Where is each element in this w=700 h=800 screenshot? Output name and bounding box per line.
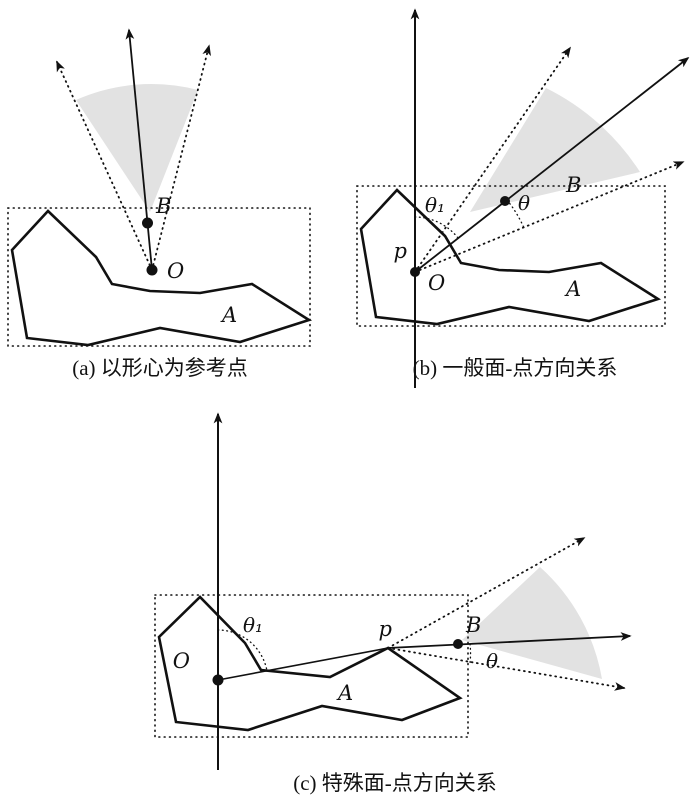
- centroid-o-dot: [146, 264, 158, 276]
- label-centroid-o: O: [167, 259, 184, 283]
- origin-o-dot: [410, 267, 420, 277]
- point-b-dot: [142, 217, 153, 229]
- direction-cone-shade: [76, 84, 198, 212]
- label-theta: θ: [518, 191, 530, 215]
- theta1-angle-arc: [414, 216, 459, 239]
- subfigure-a: B O A (a) 以形心为参考点: [7, 28, 313, 380]
- direction-b-arrow: [387, 632, 632, 649]
- cone-upper-ray: [387, 537, 586, 649]
- theta1-angle-arc: [217, 629, 268, 672]
- point-b-dot: [500, 196, 510, 206]
- label-theta1: θ₁: [243, 613, 263, 637]
- label-region-a: A: [336, 681, 353, 705]
- bounding-box: [7, 207, 311, 347]
- label-region-a: A: [564, 277, 581, 301]
- label-origin-o: O: [428, 271, 445, 295]
- cone-left-ray: [56, 60, 153, 271]
- o-to-p-line: [217, 647, 389, 681]
- region-a-polygon: [359, 188, 662, 326]
- origin-o-dot: [212, 674, 224, 686]
- region-a-polygon: [157, 595, 463, 732]
- direction-b-arrow: [125, 28, 153, 271]
- label-ref-point-p: p: [379, 617, 392, 641]
- point-b-dot: [453, 639, 463, 649]
- bounding-box: [356, 185, 666, 327]
- subfigure-b: p O θ₁ θ B A (b) 一般面-点方向关系: [356, 8, 690, 388]
- label-point-b: B: [465, 613, 481, 637]
- label-origin-o: O: [173, 649, 190, 673]
- label-theta: θ: [486, 649, 498, 673]
- bounding-box: [154, 594, 469, 738]
- caption-c: (c) 特殊面-点方向关系: [293, 771, 497, 795]
- label-theta1: θ₁: [425, 193, 445, 217]
- direction-cone-shade: [470, 88, 640, 212]
- label-ref-point-p: p: [394, 239, 407, 263]
- cone-lower-ray: [414, 161, 685, 273]
- label-point-b: B: [565, 173, 581, 197]
- subfigure-c: O θ₁ p B θ A (c) 特殊面-点方向关系: [154, 412, 632, 795]
- caption-a: (a) 以形心为参考点: [72, 356, 248, 380]
- caption-b: (b) 一般面-点方向关系: [413, 356, 618, 380]
- direction-cone-shade: [462, 567, 602, 679]
- cone-right-ray: [151, 44, 211, 271]
- theta-angle-arc: [469, 643, 472, 664]
- label-region-a: A: [220, 303, 237, 327]
- direction-b-arrow: [414, 56, 690, 273]
- label-point-b: B: [155, 194, 171, 218]
- region-a-polygon: [10, 209, 313, 347]
